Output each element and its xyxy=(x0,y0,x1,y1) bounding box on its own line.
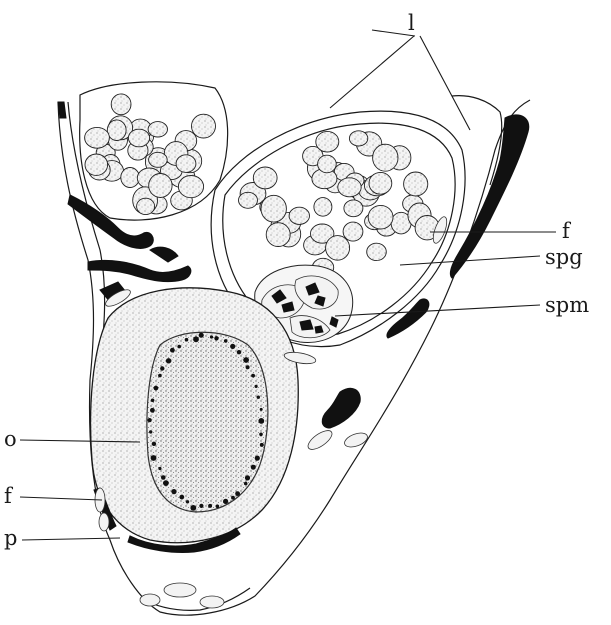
spermatogonium-cell xyxy=(349,131,367,146)
nucleus-chromatin-dot xyxy=(255,385,258,388)
nucleus-chromatin-dot xyxy=(152,442,156,446)
leader-l-2 xyxy=(420,36,470,130)
upper-cell-cluster xyxy=(80,82,228,220)
nucleus-chromatin-dot xyxy=(244,482,248,486)
nucleus-chromatin-dot xyxy=(161,475,166,480)
cluster-cell xyxy=(121,168,140,188)
cluster-cell xyxy=(85,154,108,175)
label-l: l xyxy=(408,11,415,35)
nucleus-chromatin-dot xyxy=(163,480,169,486)
cluster-cell xyxy=(149,152,168,167)
nucleus-chromatin-dot xyxy=(186,500,189,503)
nucleus-chromatin-dot xyxy=(246,365,250,369)
nucleus-chromatin-dot xyxy=(231,496,235,500)
spermatogonium-cell xyxy=(369,172,392,194)
label-f-right: f xyxy=(562,219,572,243)
nucleus-chromatin-dot xyxy=(158,467,161,470)
nucleus-chromatin-dot xyxy=(208,504,212,508)
nucleus-chromatin-dot xyxy=(257,396,260,399)
nucleus-chromatin-dot xyxy=(185,338,189,342)
nucleus-chromatin-dot xyxy=(193,336,199,342)
spermatogonium-cell xyxy=(338,178,361,197)
nucleus-chromatin-dot xyxy=(199,504,203,508)
spermatogonium-cell xyxy=(343,222,363,241)
spermatogonium-cell xyxy=(253,167,277,189)
spermatogonium-cell xyxy=(314,198,332,217)
nucleus-chromatin-dot xyxy=(199,333,204,338)
nucleus-chromatin-dot xyxy=(230,344,235,349)
cluster-cell xyxy=(111,94,131,115)
leader-l-1 xyxy=(330,36,414,108)
nucleus-chromatin-dot xyxy=(149,430,152,433)
spermatogonium-cell xyxy=(266,223,290,247)
spermatogonium-cell xyxy=(289,207,309,224)
cluster-cell xyxy=(149,174,172,198)
nucleus-chromatin-dot xyxy=(154,386,159,391)
spermatogonium-cell xyxy=(373,144,398,171)
cluster-cell xyxy=(148,122,167,137)
nucleus-chromatin-dot xyxy=(245,475,250,480)
label-spm: spm xyxy=(545,293,589,317)
spermatogonium-cell xyxy=(404,172,428,196)
nucleus-chromatin-dot xyxy=(214,336,218,340)
spermatogonium-cell xyxy=(239,192,258,208)
nucleus-chromatin-dot xyxy=(255,456,260,461)
nucleus-chromatin-dot xyxy=(237,350,241,354)
nucleus-chromatin-dot xyxy=(151,455,157,461)
nucleus-chromatin-dot xyxy=(171,489,176,494)
spermatogonium-cell xyxy=(367,243,387,260)
spermatogonium-cell xyxy=(368,205,393,229)
label-spm-group: spm xyxy=(335,293,589,317)
nucleus-chromatin-dot xyxy=(223,499,228,504)
nucleus-chromatin-dot xyxy=(150,408,155,413)
label-f-left: f xyxy=(4,484,14,508)
nucleus-chromatin-dot xyxy=(148,418,152,422)
spermatogonium-cell xyxy=(261,195,286,222)
nucleus-chromatin-dot xyxy=(259,433,263,437)
label-spg: spg xyxy=(545,245,583,269)
cluster-cell xyxy=(176,155,196,173)
nucleus-chromatin-dot xyxy=(251,465,256,470)
nucleus-chromatin-dot xyxy=(166,358,171,363)
oocyte xyxy=(91,288,299,543)
label-o: o xyxy=(4,427,17,451)
label-f-right-group: f xyxy=(430,219,572,243)
nucleus-chromatin-dot xyxy=(224,339,228,343)
spermatogonium-cell xyxy=(344,200,363,217)
nucleus-chromatin-dot xyxy=(190,505,196,511)
nucleus-chromatin-dot xyxy=(210,335,213,338)
nucleus-chromatin-dot xyxy=(151,399,155,403)
nucleus-chromatin-dot xyxy=(179,495,184,500)
cluster-cell xyxy=(128,129,149,147)
cluster-cell xyxy=(178,176,203,198)
nucleus-chromatin-dot xyxy=(260,408,263,411)
nucleus-chromatin-dot xyxy=(258,418,264,424)
cluster-cell xyxy=(85,127,110,148)
nucleus-chromatin-dot xyxy=(158,374,162,378)
nucleus-chromatin-dot xyxy=(177,345,181,349)
spermatogonium-cell xyxy=(326,236,350,261)
nucleus-chromatin-dot xyxy=(243,357,249,363)
cluster-cell xyxy=(137,198,155,214)
nucleus-chromatin-dot xyxy=(170,348,175,353)
spermatogonium-cell xyxy=(316,131,339,152)
label-spg-group: spg xyxy=(400,245,583,269)
nucleus-chromatin-dot xyxy=(216,505,220,509)
cluster-cell xyxy=(107,120,126,141)
label-f-left-group: f xyxy=(4,484,102,508)
label-p: p xyxy=(4,526,17,550)
nucleus-chromatin-dot xyxy=(251,374,255,378)
nucleus-chromatin-dot xyxy=(160,366,164,370)
nucleus-chromatin-dot xyxy=(260,443,264,447)
nucleus-chromatin-dot xyxy=(235,491,240,496)
cluster-cell xyxy=(192,114,216,138)
spermatogonium-cell xyxy=(318,155,337,173)
